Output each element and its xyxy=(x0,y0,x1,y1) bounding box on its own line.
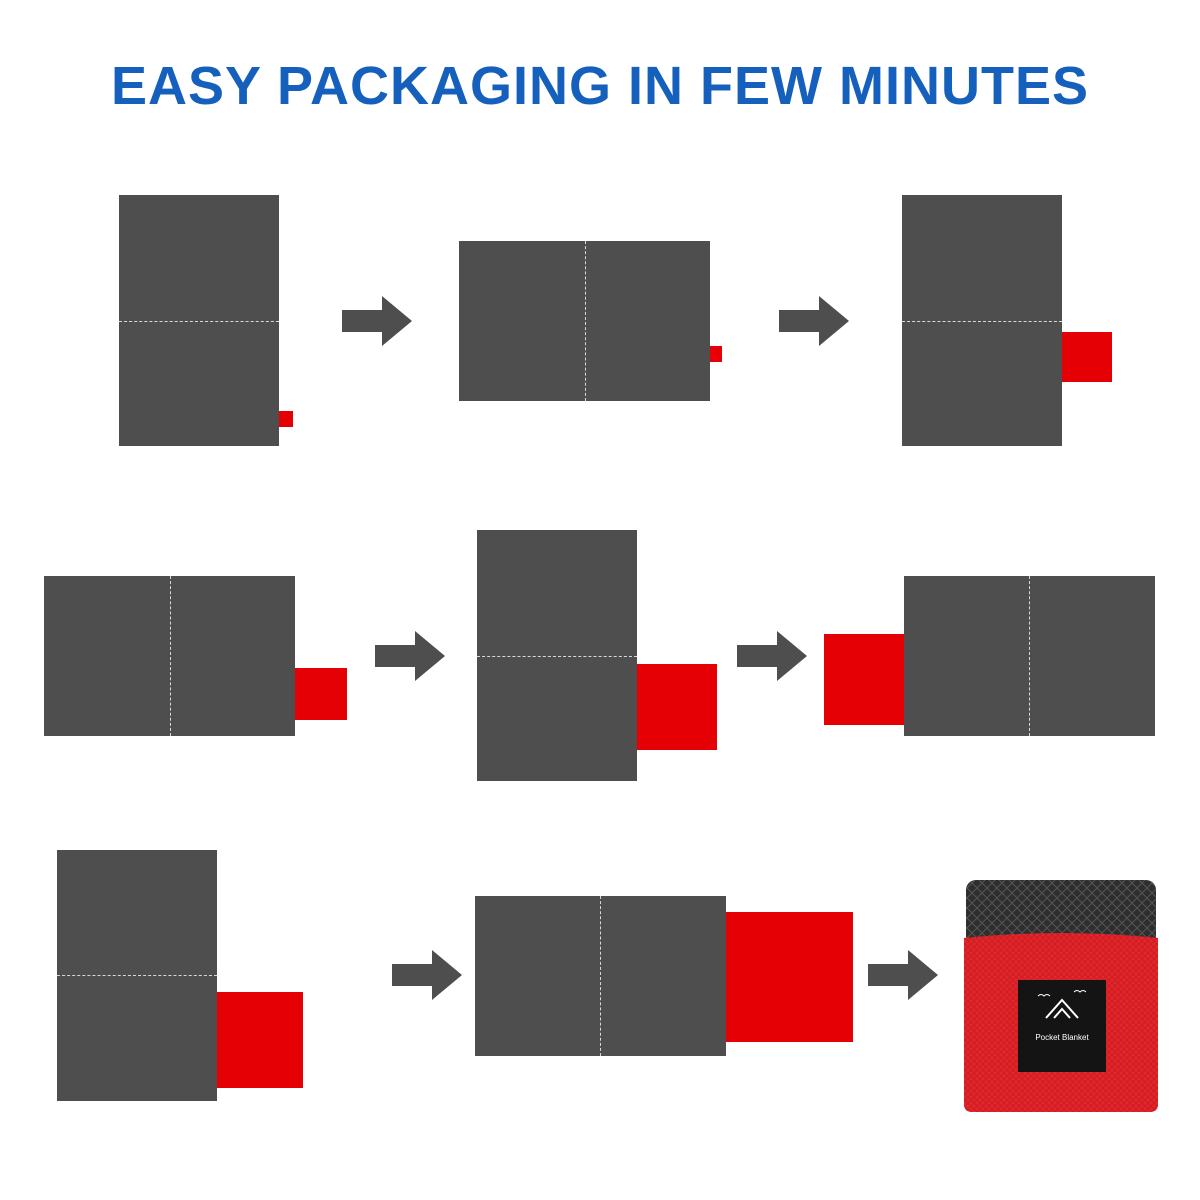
step-4-pocket xyxy=(295,668,347,720)
step-2-blanket xyxy=(459,241,710,401)
product-label-text: Pocket Blanket xyxy=(1035,1033,1089,1042)
fold-line xyxy=(902,321,1062,322)
step-5-blanket xyxy=(477,530,637,781)
fold-line xyxy=(57,975,217,976)
mountain-birds-logo-icon xyxy=(1037,990,1087,1019)
step-8-blanket xyxy=(475,896,726,1056)
step-4-blanket xyxy=(44,576,295,736)
step-7-pocket xyxy=(217,992,303,1088)
step-2-pocket-tab xyxy=(710,346,722,362)
arrow-right-icon xyxy=(392,950,462,1000)
step-3-blanket xyxy=(902,195,1062,446)
fold-line xyxy=(600,896,601,1056)
product-label xyxy=(1018,980,1106,1072)
arrow-right-icon xyxy=(342,296,412,346)
arrow-right-icon xyxy=(375,631,445,681)
step-1-blanket xyxy=(119,195,279,446)
page-title: EASY PACKAGING IN FEW MINUTES xyxy=(110,56,1090,116)
step-3-pocket xyxy=(1062,332,1112,382)
step-7-blanket xyxy=(57,850,217,1101)
step-6-pocket xyxy=(824,634,904,725)
step-1-pocket-tab xyxy=(279,411,293,427)
arrow-right-icon xyxy=(868,950,938,1000)
fold-line xyxy=(585,241,586,401)
fold-line xyxy=(119,321,279,322)
arrow-right-icon xyxy=(779,296,849,346)
step-5-pocket xyxy=(637,664,717,750)
arrow-right-icon xyxy=(737,631,807,681)
fold-line xyxy=(170,576,171,736)
fold-line xyxy=(1029,576,1030,736)
step-8-pocket xyxy=(726,912,853,1042)
packed-pocket-blanket: Pocket Blanket xyxy=(964,880,1158,1112)
fold-line xyxy=(477,656,637,657)
step-6-blanket xyxy=(904,576,1155,736)
